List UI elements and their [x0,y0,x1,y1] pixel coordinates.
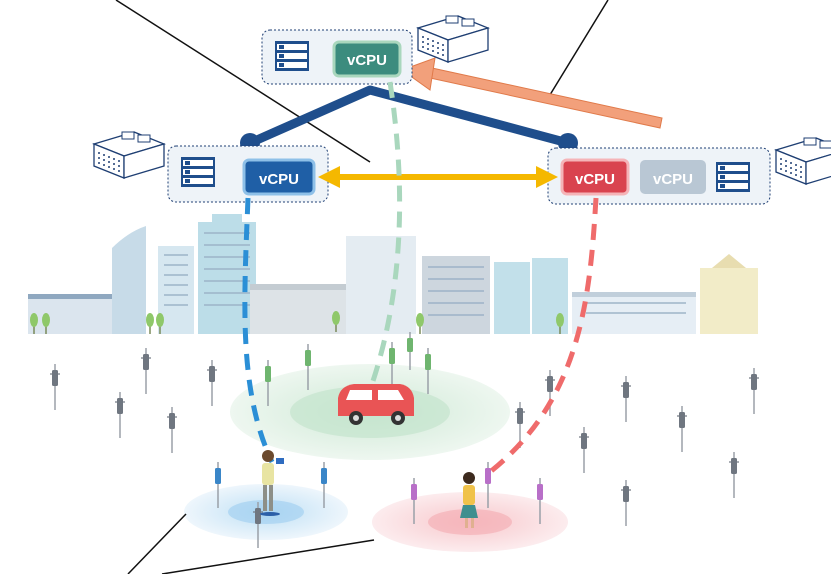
vcpu-label: vCPU [259,171,299,188]
data-center-icon [775,137,831,185]
callout-line-bottom-left [127,513,187,574]
vcpu-label: vCPU [347,52,387,69]
antenna-icon [411,462,543,524]
link-dashed-green [369,81,403,385]
link-dashed-red [488,197,599,474]
city-skyline [28,214,758,335]
migration-arrow-orange [400,57,663,129]
data-center-icon [417,15,489,63]
callout-line-top-left [115,0,371,163]
server-rack-icon [716,162,750,192]
vcpu-right-active [560,158,630,196]
person-icon [460,472,478,528]
person-icon [260,450,284,516]
sync-arrow-yellow [318,166,558,188]
data-center-icon [93,131,165,179]
antenna-icon [215,462,327,508]
antenna-icon [265,332,431,406]
callout-line-top-right [544,0,609,104]
vcpu-left [242,158,316,196]
vcpu-right-idle [640,160,706,194]
vcpu-label: vCPU [653,171,693,188]
backbone-link [248,85,570,148]
callout-line-bottom-right [161,539,375,574]
server-rack-icon [275,41,309,71]
link-dashed-blue [242,197,275,464]
vcpu-label: vCPU [575,171,615,188]
server-rack-icon [181,157,215,187]
car-icon [338,384,414,425]
vcpu-top [332,40,402,78]
